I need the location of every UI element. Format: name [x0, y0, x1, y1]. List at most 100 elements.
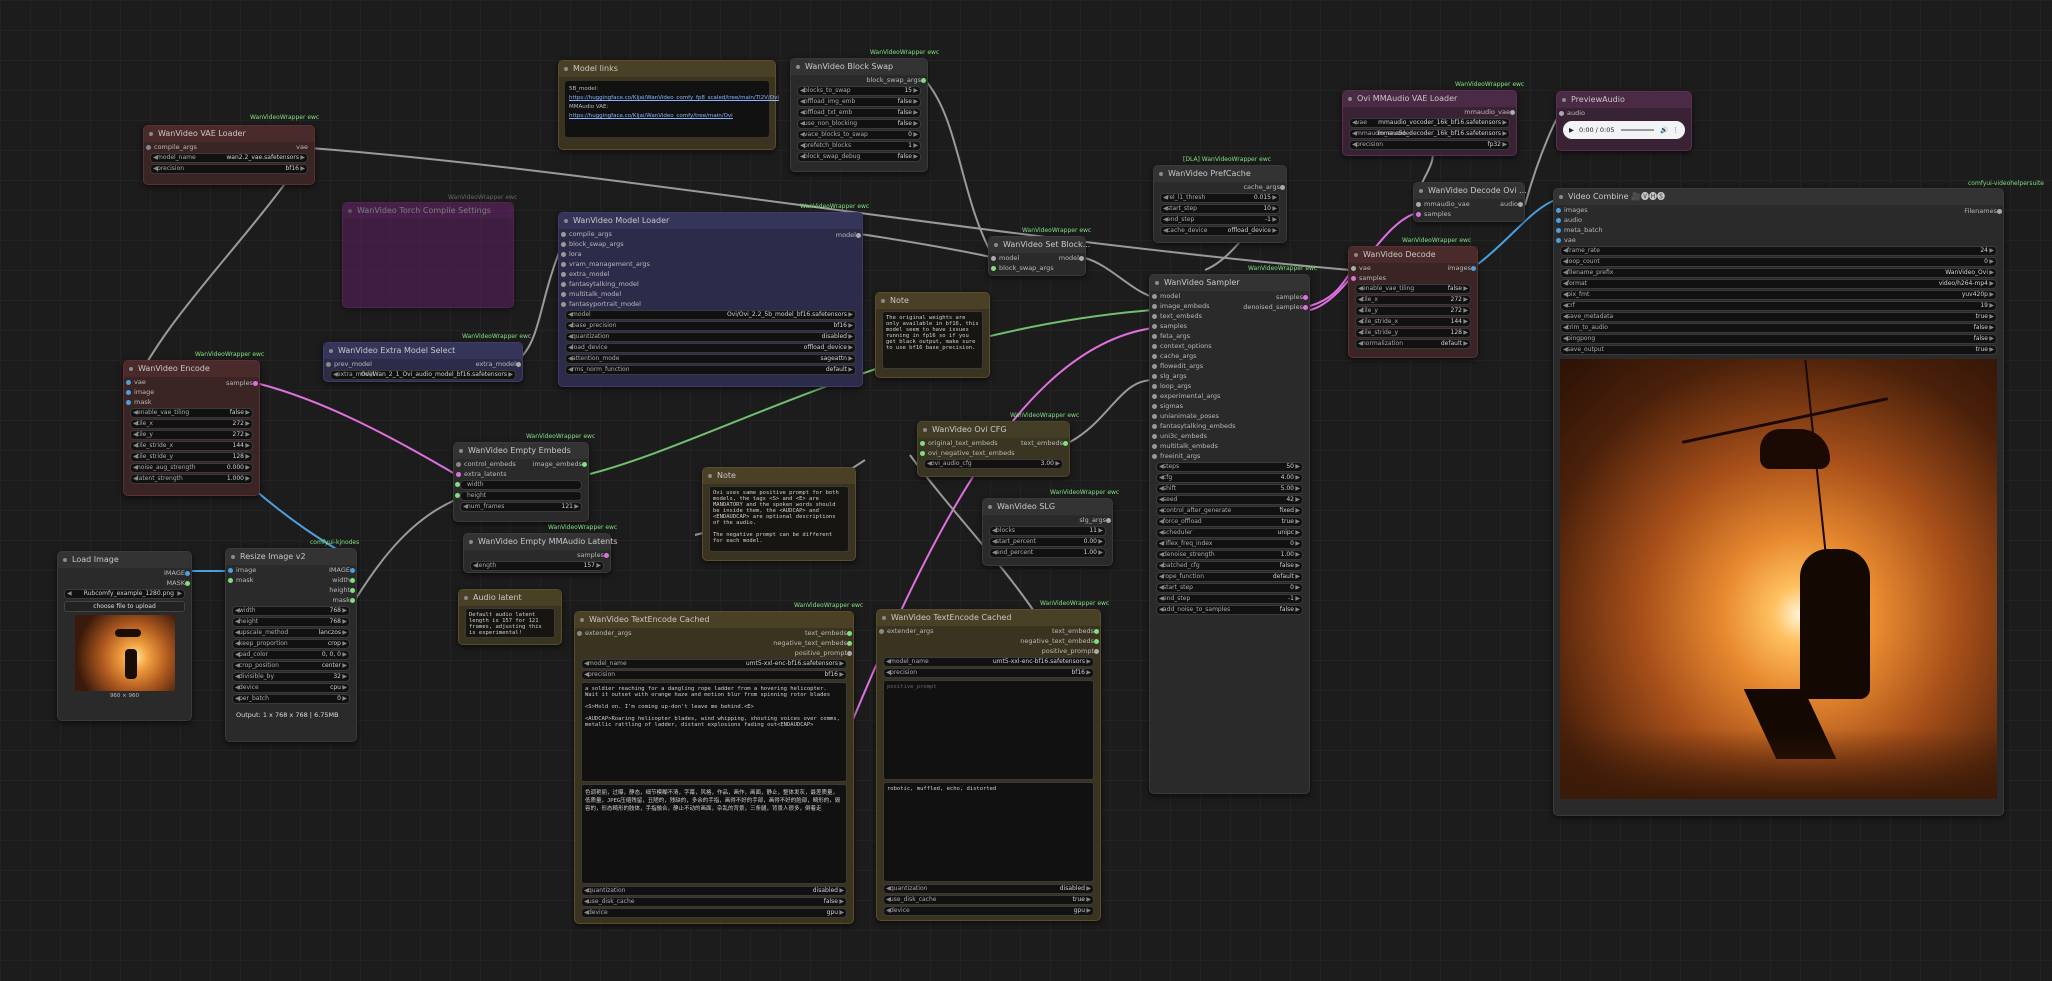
slot-dot[interactable] [561, 291, 566, 297]
node-title[interactable]: WanVideo Encode [124, 361, 259, 377]
arrow-left-icon[interactable]: ◀ [886, 896, 891, 903]
arrow-left-icon[interactable]: ◀ [568, 355, 573, 362]
arrow-left-icon[interactable]: ◀ [886, 885, 891, 892]
slot-dot[interactable] [1152, 313, 1157, 319]
arrow-right-icon[interactable]: ▶ [913, 87, 918, 94]
arrow-left-icon[interactable]: ◀ [1163, 227, 1168, 234]
slot-dot[interactable] [847, 630, 852, 636]
arrow-left-icon[interactable]: ◀ [1159, 496, 1164, 503]
arrow-left-icon[interactable]: ◀ [1159, 595, 1164, 602]
slot-dot[interactable] [350, 597, 355, 603]
arrow-left-icon[interactable]: ◀ [1352, 119, 1357, 126]
slot-dot[interactable] [1152, 293, 1157, 299]
arrow-right-icon[interactable]: ▶ [342, 629, 347, 636]
arrow-right-icon[interactable]: ▶ [1989, 247, 1994, 254]
arrow-right-icon[interactable]: ▶ [342, 651, 347, 658]
arrow-right-icon[interactable]: ▶ [839, 887, 844, 894]
slot-dot[interactable] [1152, 343, 1157, 349]
arrow-left-icon[interactable]: ◀ [67, 590, 72, 597]
arrow-left-icon[interactable]: ◀ [1159, 562, 1164, 569]
arrow-right-icon[interactable]: ▶ [1098, 549, 1103, 556]
node-audio-latent-note[interactable]: Audio latent Default audio latent length… [458, 589, 562, 645]
arrow-right-icon[interactable]: ▶ [1989, 346, 1994, 353]
arrow-right-icon[interactable]: ▶ [1502, 141, 1507, 148]
arrow-left-icon[interactable]: ◀ [1352, 130, 1357, 137]
node-title[interactable]: WanVideo Empty MMAudio Latents [464, 534, 618, 550]
arrow-right-icon[interactable]: ▶ [848, 344, 853, 351]
arrow-left-icon[interactable]: ◀ [235, 640, 240, 647]
arrow-right-icon[interactable]: ▶ [1989, 269, 1994, 276]
arrow-right-icon[interactable]: ▶ [1086, 896, 1091, 903]
slot-dot[interactable] [1152, 433, 1157, 439]
arrow-left-icon[interactable]: ◀ [1159, 463, 1164, 470]
slot-dot[interactable] [1471, 265, 1476, 271]
slot-dot[interactable] [350, 567, 355, 573]
slot-dot[interactable] [561, 261, 566, 267]
arrow-left-icon[interactable]: ◀ [1159, 474, 1164, 481]
arrow-right-icon[interactable]: ▶ [1989, 291, 1994, 298]
slot-dot[interactable] [185, 580, 190, 586]
negative-prompt-textarea[interactable]: robotic, muffled, echo, distorted [883, 782, 1094, 882]
arrow-right-icon[interactable]: ▶ [1295, 474, 1300, 481]
audio-player[interactable]: ▶ 0:00 / 0:05 🔊 ⋮ [1563, 121, 1685, 139]
slot-dot[interactable] [228, 577, 233, 583]
slot-dot[interactable] [1094, 648, 1099, 654]
arrow-left-icon[interactable]: ◀ [800, 153, 805, 160]
arrow-left-icon[interactable]: ◀ [1358, 318, 1363, 325]
slot-dot[interactable] [455, 482, 460, 487]
arrow-left-icon[interactable]: ◀ [568, 311, 573, 318]
arrow-right-icon[interactable]: ▶ [1989, 302, 1994, 309]
slot-dot[interactable] [856, 232, 861, 238]
node-title[interactable]: Model links [559, 61, 775, 77]
slot-dot[interactable] [561, 301, 566, 307]
slot-dot[interactable] [604, 552, 609, 558]
slot-dot[interactable] [326, 361, 331, 367]
arrow-right-icon[interactable]: ▶ [1989, 258, 1994, 265]
arrow-left-icon[interactable]: ◀ [153, 165, 158, 172]
arrow-right-icon[interactable]: ▶ [1463, 296, 1468, 303]
slot-dot[interactable] [1518, 201, 1523, 207]
node-title[interactable]: WanVideo Set Block... [989, 237, 1090, 253]
node-title[interactable]: Load Image [58, 552, 191, 568]
slot-dot[interactable] [1063, 440, 1068, 446]
note-text[interactable]: Ovi uses same positive prompt for both m… [709, 486, 849, 552]
slot-dot[interactable] [1510, 109, 1515, 115]
slot-dot[interactable] [991, 255, 996, 261]
slot-dot[interactable] [1152, 423, 1157, 429]
slot-dot[interactable] [126, 379, 131, 385]
slot-dot[interactable] [1556, 217, 1561, 223]
slot-dot[interactable] [1152, 353, 1157, 359]
arrow-left-icon[interactable]: ◀ [992, 527, 997, 534]
arrow-right-icon[interactable]: ▶ [342, 673, 347, 680]
slot-dot[interactable] [1152, 333, 1157, 339]
node-title[interactable]: WanVideo Torch Compile Settings [343, 203, 513, 219]
arrow-right-icon[interactable]: ▶ [848, 366, 853, 373]
arrow-left-icon[interactable]: ◀ [584, 909, 589, 916]
arrow-right-icon[interactable]: ▶ [342, 662, 347, 669]
